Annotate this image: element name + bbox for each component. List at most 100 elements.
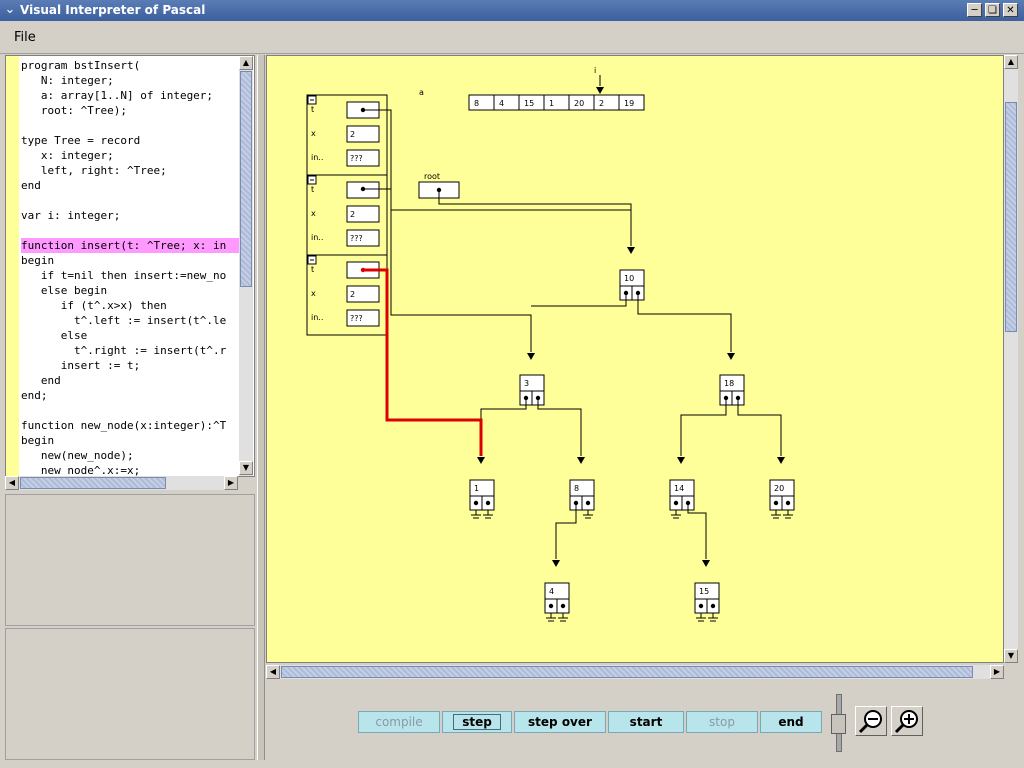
tree-node-value: 18	[724, 379, 734, 388]
root-label: root	[424, 172, 440, 181]
pointer-dot	[710, 603, 716, 609]
scroll-left-icon[interactable]: ◀	[266, 665, 280, 679]
frame-field-box	[346, 125, 380, 143]
tree-node-value: 4	[549, 587, 554, 596]
code-line: begin	[21, 434, 55, 447]
chevron-down-icon[interactable]: ⌄	[4, 2, 16, 17]
canvas-horizontal-scrollbar[interactable]: ◀ ▶	[266, 665, 1004, 679]
active-pointer-line	[363, 268, 483, 456]
code-line: if (t^.x>x) then	[21, 299, 167, 312]
scroll-right-icon[interactable]: ▶	[990, 665, 1004, 679]
frame-field-name: in..	[311, 313, 323, 322]
pointer-line	[363, 188, 532, 352]
tree-node-value: 15	[699, 587, 709, 596]
array-label: a	[419, 88, 424, 97]
array-cell	[618, 94, 645, 111]
code-line: begin	[21, 254, 55, 267]
code-line: else begin	[21, 284, 108, 297]
frame-field-value: 2	[350, 210, 355, 219]
pointer-line	[537, 398, 582, 456]
stop-button[interactable]: stop	[686, 711, 758, 733]
zoom-out-button[interactable]	[855, 706, 887, 736]
canvas-vertical-scrollbar[interactable]: ▲ ▼	[1004, 55, 1018, 663]
frame-field-value: 2	[350, 130, 355, 139]
splitter[interactable]	[257, 55, 265, 760]
close-icon[interactable]: ✕	[1003, 3, 1018, 17]
scroll-right-icon[interactable]: ▶	[224, 476, 238, 490]
step-over-button[interactable]: step over	[514, 711, 606, 733]
frame-field-box	[346, 149, 380, 167]
pointer-line	[480, 398, 527, 456]
code-line: t^.left := insert(t^.le	[21, 314, 227, 327]
array-cell-value: 1	[549, 99, 554, 108]
pointer-line	[637, 293, 732, 352]
index-label: i	[594, 66, 596, 75]
frame-field-box	[346, 285, 380, 303]
tree-node-value: 8	[574, 484, 579, 493]
array-cell	[543, 94, 570, 111]
minimize-icon[interactable]: ─	[967, 3, 982, 17]
code-vertical-scrollbar[interactable]: ▲ ▼	[239, 56, 253, 476]
zoom-in-button[interactable]	[891, 706, 923, 736]
scroll-thumb[interactable]	[281, 666, 973, 678]
start-button[interactable]: start	[608, 711, 684, 733]
zoom-out-icon	[858, 710, 882, 734]
tree-node-value: 14	[674, 484, 684, 493]
code-line: t^.right := insert(t^.r	[21, 344, 227, 357]
menu-file[interactable]: File	[14, 30, 36, 45]
end-button[interactable]: end	[760, 711, 822, 733]
scroll-up-icon[interactable]: ▲	[239, 56, 253, 70]
code-line: new(new_node);	[21, 449, 134, 462]
pointer-dot	[560, 603, 566, 609]
tree-node-value: 3	[524, 379, 529, 388]
arrow-head	[477, 457, 485, 464]
array-cell-value: 8	[474, 99, 479, 108]
array-cell	[468, 94, 495, 111]
array-cell-value: 19	[624, 99, 634, 108]
code-horizontal-scrollbar[interactable]: ◀ ▶	[5, 476, 238, 490]
arrow-head	[702, 560, 710, 567]
code-line: new_node^.x:=x;	[21, 464, 141, 477]
scroll-down-icon[interactable]: ▼	[239, 461, 253, 475]
step-button[interactable]: step	[442, 711, 512, 733]
arrow-head	[552, 560, 560, 567]
code-line: N: integer;	[21, 74, 114, 87]
pointer-dot	[698, 603, 704, 609]
array-cell-value: 15	[524, 99, 534, 108]
pointer-dot	[773, 500, 779, 506]
frame-field-name: t	[311, 265, 314, 274]
code-editor[interactable]: program bstInsert( N: integer; a: array[…	[5, 55, 255, 477]
scroll-down-icon[interactable]: ▼	[1004, 649, 1018, 663]
arrow-head	[577, 457, 585, 464]
code-line: x: integer;	[21, 149, 114, 162]
pointer-dot	[673, 500, 679, 506]
frame-field-name: x	[311, 289, 316, 298]
pointer-line	[737, 398, 782, 456]
scroll-thumb[interactable]	[1005, 102, 1017, 332]
code-line: a: array[1..N] of integer;	[21, 89, 214, 102]
array-cell	[493, 94, 520, 111]
scroll-thumb[interactable]	[20, 477, 166, 489]
pointer-line	[680, 398, 727, 456]
code-line: end;	[21, 389, 48, 402]
slider-icon[interactable]	[831, 714, 846, 734]
code-lines: program bstInsert( N: integer; a: array[…	[21, 58, 240, 477]
tree-node-value: 1	[474, 484, 479, 493]
frame-field-box	[346, 229, 380, 247]
arrow-head	[596, 87, 604, 94]
pointer-line	[687, 503, 707, 559]
pointer-dot	[785, 500, 791, 506]
menu-bar: File	[0, 22, 1024, 54]
title-bar: ⌄ Visual Interpreter of Pascal ─ ❏ ✕	[0, 0, 1024, 21]
scroll-up-icon[interactable]: ▲	[1004, 55, 1018, 69]
scroll-left-icon[interactable]: ◀	[5, 476, 19, 490]
frame-field-box	[346, 205, 380, 223]
compile-button[interactable]: compile	[358, 711, 440, 733]
arrow-head	[677, 457, 685, 464]
arrow-head	[527, 353, 535, 360]
code-line	[21, 223, 240, 238]
scroll-thumb[interactable]	[240, 71, 252, 287]
restore-icon[interactable]: ❏	[985, 3, 1000, 17]
